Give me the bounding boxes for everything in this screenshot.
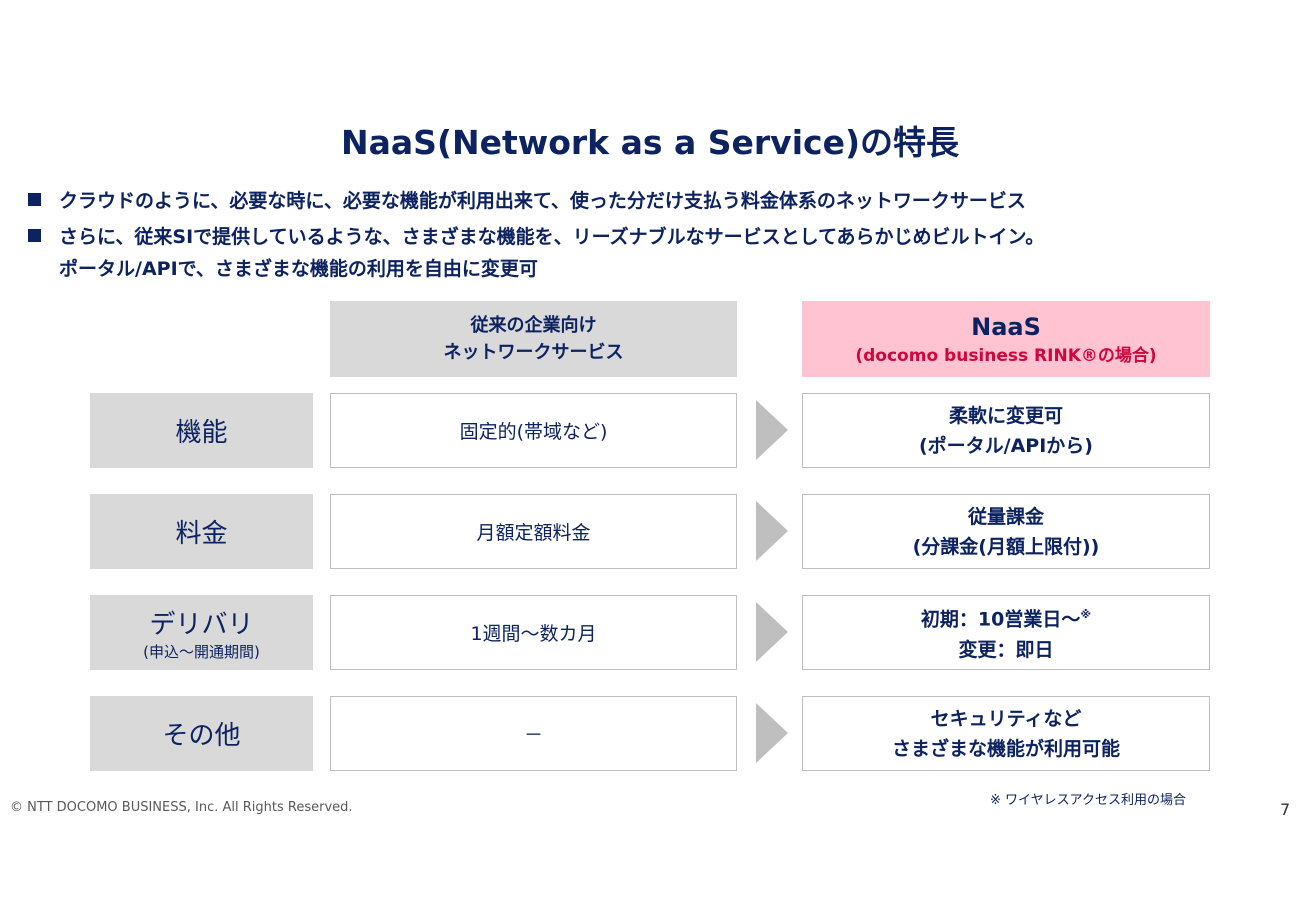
header-naas-subtitle: (docomo business RINK®の場合) bbox=[855, 345, 1157, 366]
row-new-other: セキュリティなどさまざまな機能が利用可能 bbox=[802, 696, 1210, 771]
row-label-price: 料金 bbox=[90, 494, 313, 569]
bullet-text: クラウドのように、必要な時に、必要な機能が利用出来て、使った分だけ支払う料金体系… bbox=[59, 190, 1026, 212]
footnote-mark: ※ bbox=[1080, 608, 1092, 622]
new-line2: (分課金(月額上限付)) bbox=[912, 535, 1100, 558]
header-naas: NaaS (docomo business RINK®の場合) bbox=[802, 301, 1210, 377]
new-line1: 柔軟に変更可 bbox=[948, 404, 1063, 427]
header-naas-title: NaaS bbox=[971, 312, 1041, 341]
footnote: ※ ワイヤレスアクセス利用の場合 bbox=[990, 793, 1186, 808]
new-line1: 従量課金 bbox=[967, 505, 1044, 528]
bullet-2: さらに、従来SIで提供しているような、さまざまな機能を、リーズナブルなサービスと… bbox=[28, 222, 1044, 249]
new-line2: (ポータル/APIから) bbox=[918, 434, 1093, 457]
copyright: © NTT DOCOMO BUSINESS, Inc. All Rights R… bbox=[10, 800, 353, 815]
row-label-other: その他 bbox=[90, 696, 313, 771]
arrow-right-icon bbox=[756, 501, 788, 561]
new-line2: さまざまな機能が利用可能 bbox=[891, 737, 1120, 760]
label-text: その他 bbox=[162, 721, 241, 751]
row-old-price: 月額定額料金 bbox=[330, 494, 737, 569]
new-line2: 変更：即日 bbox=[958, 638, 1054, 661]
page-number: 7 bbox=[1280, 800, 1291, 819]
row-old-delivery: 1週間～数カ月 bbox=[330, 595, 737, 670]
label-text: 機能 bbox=[175, 418, 228, 448]
row-new-price: 従量課金 (分課金(月額上限付)) bbox=[802, 494, 1210, 569]
row-new-function: 柔軟に変更可 (ポータル/APIから) bbox=[802, 393, 1210, 468]
bullet-2-continuation: ポータル/APIで、さまざまな機能の利用を自由に変更可 bbox=[59, 258, 538, 280]
label-text: デリバリ bbox=[149, 609, 254, 640]
label-subtext: (申込～開通期間) bbox=[143, 642, 260, 661]
arrow-right-icon bbox=[756, 400, 788, 460]
row-label-delivery: デリバリ (申込～開通期間) bbox=[90, 595, 313, 670]
new-line1-text: 初期：10営業日～ bbox=[920, 608, 1081, 631]
header-traditional: 従来の企業向けネットワークサービス bbox=[330, 301, 737, 377]
slide-title: NaaS(Network as a Service)の特長 bbox=[340, 123, 960, 162]
row-old-function: 固定的(帯域など) bbox=[330, 393, 737, 468]
header-old-line1: 従来の企業向け bbox=[470, 315, 597, 336]
new-line1: 初期：10営業日～※ bbox=[921, 600, 1091, 634]
row-old-other: － bbox=[330, 696, 737, 771]
arrow-right-icon bbox=[756, 602, 788, 662]
bullet-1: クラウドのように、必要な時に、必要な機能が利用出来て、使った分だけ支払う料金体系… bbox=[28, 186, 1026, 213]
bullet-square-icon bbox=[28, 193, 41, 206]
arrow-right-icon bbox=[756, 703, 788, 763]
label-text: 料金 bbox=[175, 519, 228, 549]
row-new-delivery: 初期：10営業日～※ 変更：即日 bbox=[802, 595, 1210, 670]
new-line1: セキュリティなど bbox=[930, 707, 1082, 730]
row-label-function: 機能 bbox=[90, 393, 313, 468]
bullet-text: さらに、従来SIで提供しているような、さまざまな機能を、リーズナブルなサービスと… bbox=[59, 226, 1045, 248]
bullet-square-icon bbox=[28, 229, 41, 242]
header-old-line2: ネットワークサービス bbox=[443, 342, 624, 363]
